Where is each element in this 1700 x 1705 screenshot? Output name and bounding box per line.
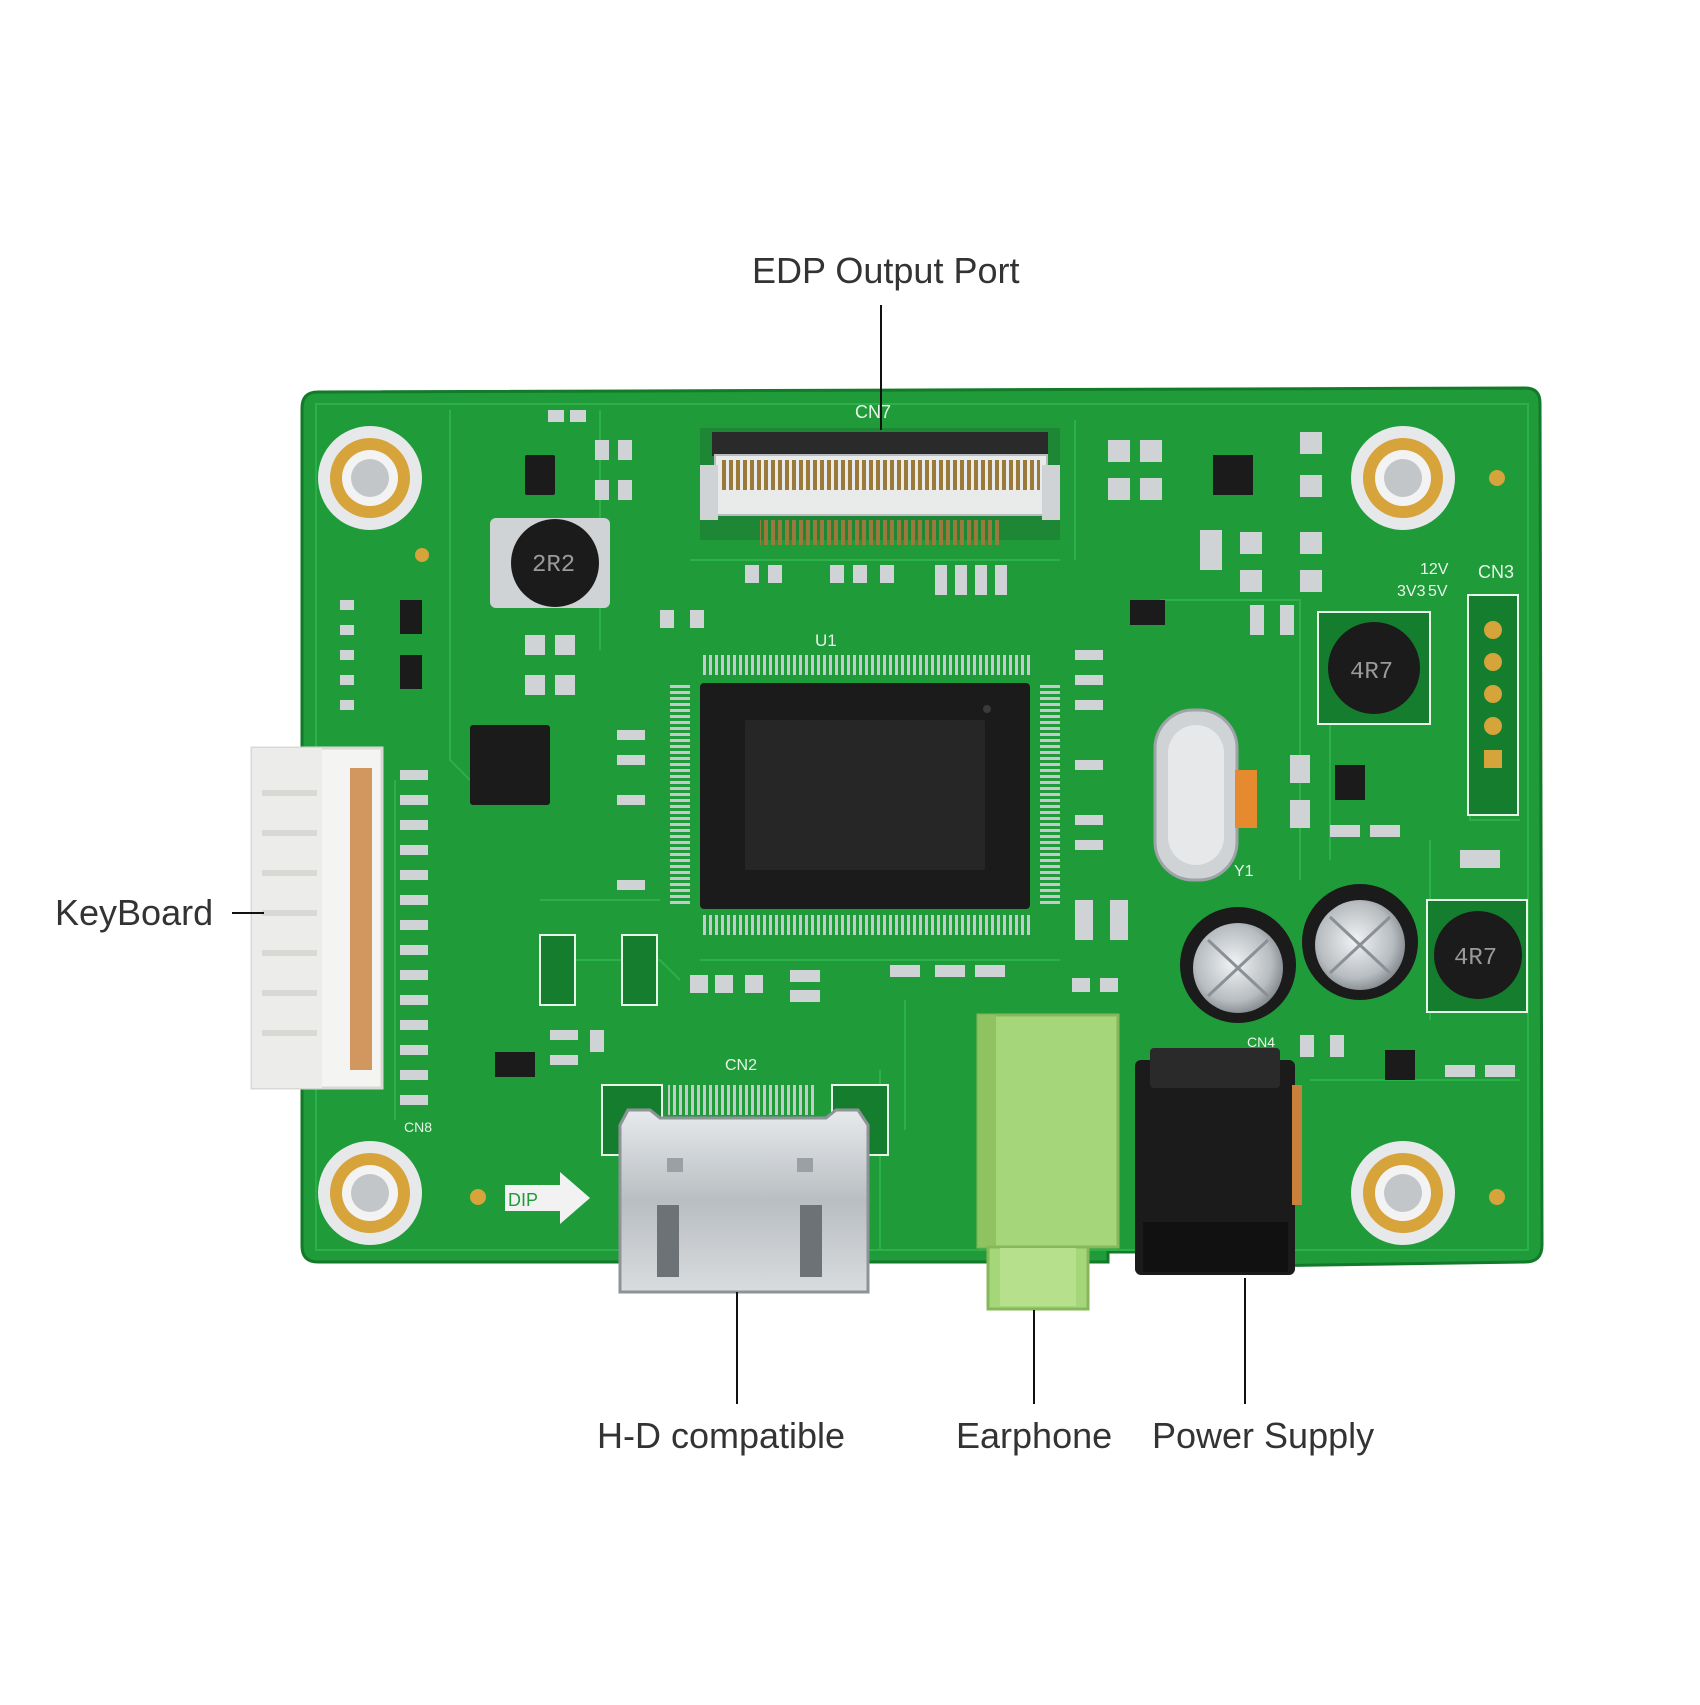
label-power-supply: Power Supply bbox=[1152, 1415, 1375, 1456]
silk-dip: DIP bbox=[508, 1190, 538, 1210]
silk-3v3: 3V3 bbox=[1397, 583, 1426, 600]
earphone-jack bbox=[976, 1013, 1120, 1311]
silk-12v: 12V bbox=[1420, 561, 1449, 578]
mounting-hole-top-right bbox=[1351, 426, 1455, 530]
silk-cn8: CN8 bbox=[404, 1119, 432, 1135]
label-edp-output-port: EDP Output Port bbox=[752, 250, 1020, 291]
leader-line-edp bbox=[880, 305, 882, 430]
silk-cn4: CN4 bbox=[1247, 1034, 1275, 1050]
silk-5v: 5V bbox=[1428, 583, 1448, 600]
fiducial bbox=[470, 1189, 486, 1205]
hdmi-connector bbox=[601, 1084, 889, 1294]
header-cn3 bbox=[1467, 594, 1519, 816]
silk-4r7-top: 4R7 bbox=[1350, 659, 1393, 686]
inductor-4r7-bottom bbox=[1426, 899, 1528, 1013]
fiducial bbox=[1489, 470, 1505, 486]
leader-line-hd bbox=[736, 1292, 738, 1404]
small-ics bbox=[400, 455, 1415, 1080]
smd-components bbox=[340, 410, 1515, 1105]
capacitor-right bbox=[1302, 884, 1418, 1000]
main-ic bbox=[670, 655, 1060, 935]
label-earphone: Earphone bbox=[956, 1415, 1113, 1456]
label-keyboard: KeyBoard bbox=[55, 892, 214, 933]
dip-arrow-marking bbox=[505, 1172, 590, 1224]
leader-line-power bbox=[1244, 1278, 1246, 1404]
silk-y1: Y1 bbox=[1234, 863, 1254, 880]
mounting-hole-bottom-right bbox=[1351, 1141, 1455, 1245]
crystal bbox=[1153, 708, 1257, 882]
silk-cn3: CN3 bbox=[1478, 562, 1514, 582]
fiducial bbox=[1489, 1189, 1505, 1205]
edp-connector bbox=[700, 428, 1060, 545]
silk-2r2: 2R2 bbox=[532, 552, 575, 579]
silk-u1: U1 bbox=[815, 631, 837, 650]
leader-line-earphone bbox=[1033, 1310, 1035, 1404]
fiducial bbox=[415, 548, 429, 562]
inductor-4r7-top bbox=[1317, 611, 1431, 725]
leader-line-keyboard bbox=[232, 912, 264, 914]
power-jack bbox=[1135, 1048, 1302, 1275]
inductor-2r2 bbox=[490, 518, 610, 608]
mounting-hole-top-left bbox=[318, 426, 422, 530]
silk-4r7-bottom: 4R7 bbox=[1454, 945, 1497, 972]
silk-cn7: CN7 bbox=[855, 402, 891, 422]
label-hd-compatible: H-D compatible bbox=[597, 1415, 846, 1456]
keyboard-connector bbox=[250, 746, 384, 1090]
capacitor-left bbox=[1180, 907, 1296, 1023]
mounting-hole-bottom-left bbox=[318, 1141, 422, 1245]
silk-cn2: CN2 bbox=[725, 1057, 757, 1074]
